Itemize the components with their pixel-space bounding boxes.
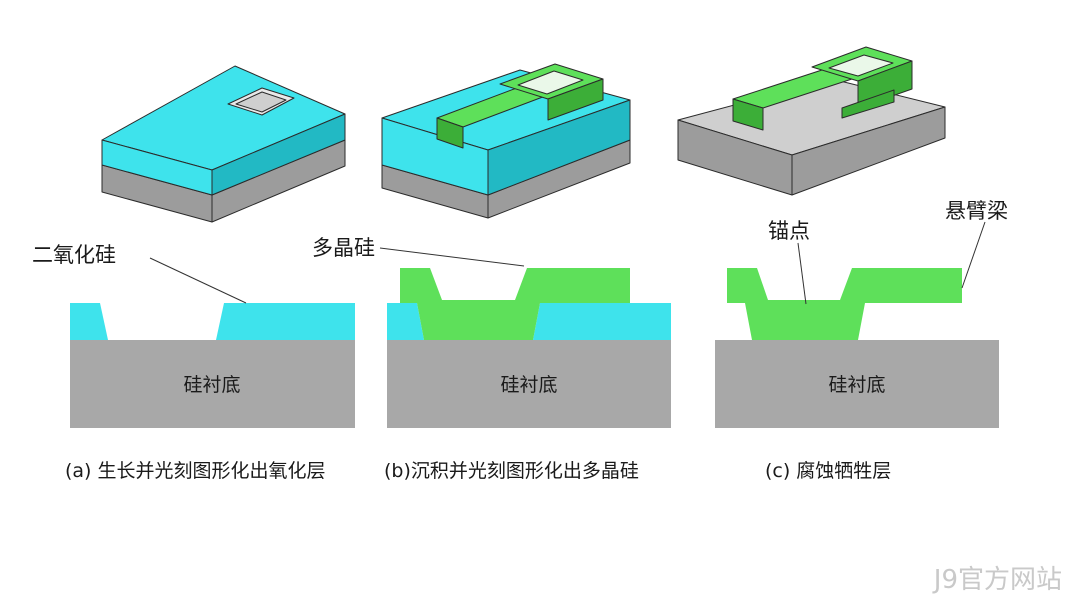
- panel-c-caption: (c) 腐蚀牺牲层: [765, 460, 891, 482]
- panel-b-cross-section: [387, 268, 671, 428]
- panel-b-oxide-left-section: [387, 303, 424, 340]
- panel-b-oxide-right-section: [533, 303, 671, 340]
- callout-oxide: 二氧化硅: [32, 243, 116, 267]
- panel-a-oxide-right: [211, 113, 346, 196]
- panel-b-3d-view: [381, 63, 631, 219]
- leader-cantilever: [961, 221, 986, 289]
- panel-c-anchor-post: [841, 89, 895, 119]
- panel-c-cross-section: [715, 268, 999, 428]
- panel-a-cross-section: [70, 303, 355, 428]
- panel-c-3d-view: [677, 46, 946, 196]
- panel-b-beam-front: [436, 117, 464, 149]
- panel-a-substrate-label: 硅衬底: [183, 374, 240, 396]
- panel-c-substrate-section: [715, 340, 999, 428]
- panel-b-substrate-label: 硅衬底: [500, 374, 557, 396]
- panel-b-substrate-section: [387, 340, 671, 428]
- callout-anchor: 锚点: [768, 219, 810, 243]
- leader-anchor: [797, 242, 807, 305]
- panel-a-caption: (a) 生长并光刻图形化出氧化层: [65, 460, 326, 482]
- panel-b-frame-hole: [517, 70, 584, 95]
- panel-c-beam-front: [732, 98, 764, 131]
- callout-poly: 多晶硅: [312, 236, 375, 260]
- panel-a-3d-view: [101, 65, 346, 223]
- panel-b-oxide-right: [487, 99, 631, 196]
- panel-a-substrate-section: [70, 340, 355, 428]
- panel-c-frame-hole: [828, 54, 894, 77]
- callout-cantilever: 悬臂梁: [945, 199, 1008, 223]
- watermark: J9官方网站: [932, 565, 1062, 595]
- panel-a-window-floor: [235, 91, 287, 113]
- leader-poly: [379, 247, 525, 267]
- panel-c-frame-front: [857, 60, 913, 109]
- panel-b-poly-section: [400, 268, 630, 340]
- panel-b-frame-front: [547, 78, 604, 121]
- panel-a-oxide-left-section: [70, 303, 108, 340]
- panel-a-oxide-right-section: [216, 303, 355, 340]
- panel-c-substrate-label: 硅衬底: [828, 374, 885, 396]
- leader-oxide: [149, 257, 247, 304]
- panel-b-caption: (b)沉积并光刻图形化出多晶硅: [384, 460, 639, 482]
- panel-c-poly-section: [727, 268, 962, 340]
- panel-c-substrate-right: [791, 106, 946, 196]
